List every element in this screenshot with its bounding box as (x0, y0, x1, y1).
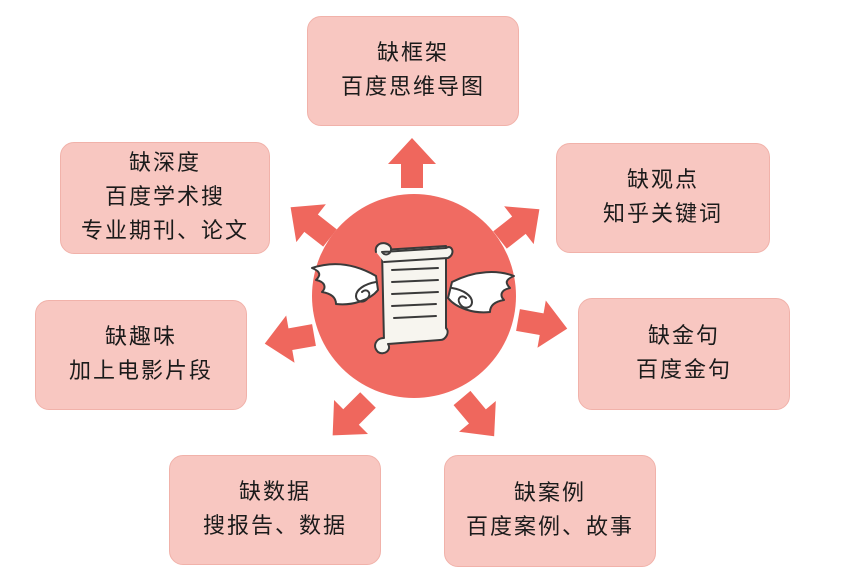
winged-scroll-icon (311, 242, 515, 355)
arrow-left (260, 311, 319, 368)
card-cases-line-1: 百度案例、故事 (465, 515, 634, 540)
card-framework-title: 缺框架 (376, 41, 449, 66)
arrow-lower-right (443, 382, 513, 452)
card-depth-line-2: 专业期刊、论文 (80, 219, 249, 244)
card-framework: 缺框架 百度思维导图 (307, 16, 519, 126)
card-golden-quotes-line-1: 百度金句 (635, 358, 732, 383)
card-golden-quotes: 缺金句 百度金句 (578, 298, 790, 410)
card-data-line-1: 搜报告、数据 (202, 514, 347, 539)
card-viewpoint-title: 缺观点 (626, 168, 699, 193)
card-data-title: 缺数据 (238, 480, 311, 505)
card-fun: 缺趣味 加上电影片段 (35, 300, 247, 410)
arrow-up (388, 138, 436, 188)
card-cases-title: 缺案例 (513, 481, 586, 506)
card-fun-title: 缺趣味 (104, 325, 177, 350)
card-cases: 缺案例 百度案例、故事 (444, 455, 656, 567)
card-data: 缺数据 搜报告、数据 (169, 455, 381, 565)
card-golden-quotes-title: 缺金句 (647, 324, 720, 349)
card-fun-line-1: 加上电影片段 (68, 359, 213, 384)
arrow-right (513, 296, 572, 353)
arrow-lower-left (315, 383, 385, 453)
card-viewpoint: 缺观点 知乎关键词 (556, 143, 770, 253)
card-depth-line-1: 百度学术搜 (104, 185, 225, 210)
card-viewpoint-line-1: 知乎关键词 (602, 202, 723, 227)
card-depth-title: 缺深度 (128, 151, 201, 176)
card-framework-line-1: 百度思维导图 (340, 75, 485, 100)
card-depth: 缺深度 百度学术搜 专业期刊、论文 (60, 142, 270, 254)
